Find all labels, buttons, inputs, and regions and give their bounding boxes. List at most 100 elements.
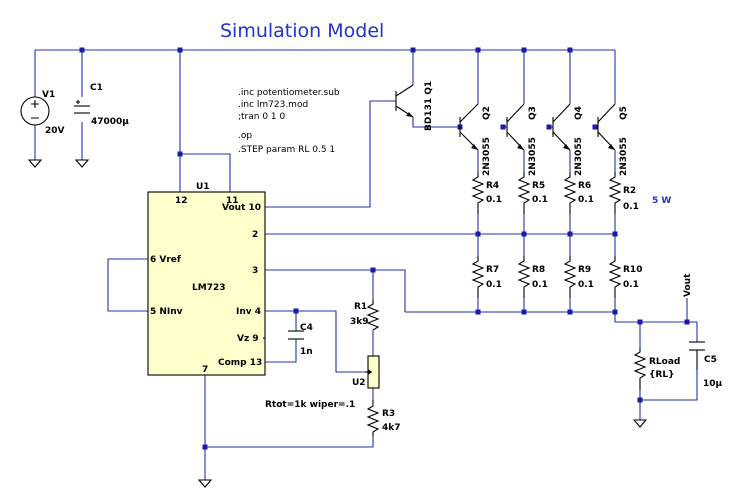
directive-line: .inc potentiometer.sub [238,88,340,98]
r2-value: 0.1 [623,202,639,212]
ground-icon [632,419,648,428]
q2-label-part: Q2 [482,106,492,120]
u1-pin-2: 2 [252,230,258,240]
c5-value: 10µ [703,379,723,389]
resistor-r10: R10 0.1 [608,256,642,298]
ground-symbols [27,159,648,488]
r8-value: 0.1 [532,280,548,290]
power-note: 5 W [652,196,671,206]
junction-dot [567,309,573,315]
junction-dot [521,47,527,53]
q4-label-part: Q4 [574,106,584,120]
junction-dot [410,47,416,53]
junction-dot [370,267,376,273]
resistor-r1: R1 3k9 [350,300,380,331]
transistor-q5: Q5 2N3055 [597,103,629,176]
q5-label-part: Q5 [619,106,629,120]
wires [34,49,698,480]
r4-name: R4 [486,181,499,191]
transistor-q4: Q4 2N3055 [552,103,584,176]
resistor-r7: R7 0.1 [471,256,502,298]
u1-pin-12: 12 [175,196,188,206]
transistor-q3: Q3 2N3055 [506,103,538,176]
junction-dot [684,319,690,325]
junction-dot [546,124,552,130]
directive-line: .STEP param RL 0.5 1 [238,145,335,155]
c1-name: C1 [90,83,103,93]
v1-name: V1 [42,90,55,100]
u2-name: U2 [352,378,366,388]
junction-dot [521,309,527,315]
junction-dot [567,47,573,53]
c5-name: C5 [704,355,717,365]
resistor-rload: RLoad {RL} [633,348,680,390]
rload-value: {RL} [649,370,674,380]
capacitor-c1: C1 47000µ [74,83,129,127]
ground-icon [27,159,43,168]
junction-dot [475,231,481,237]
u1-pin-vz: Vz 9 [237,334,259,344]
c4-value: 1n [300,347,313,357]
r10-value: 0.1 [623,280,639,290]
resistor-r8: R8 0.1 [517,256,548,298]
junction-dot [177,151,183,157]
directive-line: .inc lm723.mod [238,100,308,110]
u1-pin-vref: 6 Vref [150,255,181,265]
u2-params: Rtot=1k wiper=.1 [265,400,355,410]
u1-pin-7: 7 [202,365,208,375]
net-label-vout: Vout [683,273,693,297]
r9-value: 0.1 [578,280,594,290]
junction-dot [475,309,481,315]
u1-part: LM723 [192,283,225,293]
q2-part: 2N3055 [482,137,492,176]
voltage-source-icon [20,96,50,126]
junction-dot [612,309,618,315]
r5-value: 0.1 [532,195,548,205]
junction-dot [177,47,183,53]
v1-value: 20V [45,126,65,136]
q3-label-part: Q3 [528,106,538,120]
r6-value: 0.1 [578,195,594,205]
resistor-r3: R3 4k7 [366,400,401,436]
q3-part: 2N3055 [528,137,538,176]
ic-body [147,191,266,376]
capacitor-c4: C4 1n [288,323,313,357]
potentiometer-u2: U2 Rtot=1k wiper=.1 [265,355,380,410]
junction-dot [612,231,618,237]
r4-value: 0.1 [486,195,502,205]
ground-icon [74,159,90,168]
u1-pin-ninv: 5 NInv [150,307,183,317]
c4-name: C4 [300,323,313,333]
rload-name: RLoad [649,357,680,367]
junction-dot [475,47,481,53]
u1-pin-vout: Vout 10 [222,203,261,213]
resistor-r2: R2 0.1 [608,172,639,214]
junction-dot [637,319,643,325]
transistor-q2: Q2 2N3055 [459,103,492,176]
r7-name: R7 [486,265,499,275]
u1-pin-inv: Inv 4 [236,307,261,317]
r3-name: R3 [382,409,395,419]
junction-dot [79,47,85,53]
r5-name: R5 [532,181,545,191]
r2-name: R2 [623,186,636,196]
r1-value: 3k9 [350,317,369,327]
r8-name: R8 [532,265,545,275]
voltage-source-v1: V1 20V [20,90,65,136]
resistor-r4: R4 0.1 [471,172,502,214]
r1-name: R1 [354,302,367,312]
spice-directives: .inc potentiometer.sub .inc lm723.mod ;t… [238,88,340,155]
junction-dot [637,397,643,403]
ground-icon [197,479,213,488]
q1-label: BD131 Q1 [424,81,434,131]
resistor-r6: R6 0.1 [563,172,594,214]
u1-pin-comp: Comp 13 [218,358,262,368]
junction-dot [293,308,299,314]
junction-dot [567,231,573,237]
directive-line: .op [238,131,252,141]
diagram-title: Simulation Model [220,20,384,42]
u1-pin-3: 3 [252,266,258,276]
capacitor-c5: C5 10µ [689,341,723,389]
r7-value: 0.1 [486,280,502,290]
